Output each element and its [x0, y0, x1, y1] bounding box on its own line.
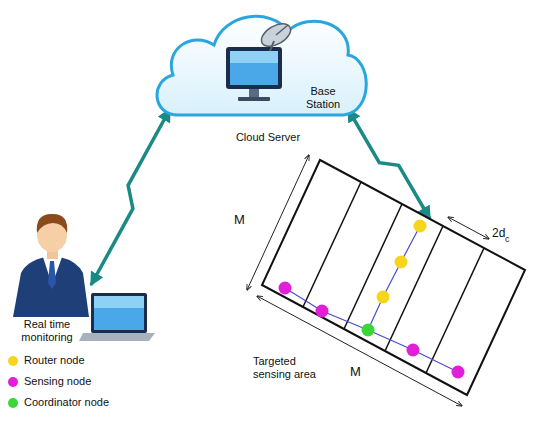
sensing-area: Targeted sensing area: [225, 150, 535, 420]
dimension-label: M: [234, 212, 245, 227]
dimension-label: 2d: [492, 226, 505, 240]
legend-swatch: [8, 377, 18, 387]
legend-text: Sensing node: [24, 375, 91, 388]
monitoring-label: Real time monitoring: [11, 318, 83, 344]
dimension-label: M: [350, 364, 361, 379]
dimension-subscript: c: [505, 234, 510, 245]
legend-text: Coordinator node: [24, 396, 109, 409]
legend-row: Router node: [8, 354, 85, 367]
legend-text: Router node: [24, 354, 85, 367]
legend-swatch: [8, 356, 18, 366]
cloud-server: Base StationCloud Server: [148, 3, 373, 151]
legend-swatch: [8, 398, 18, 408]
cloud-label: Cloud Server: [228, 131, 308, 144]
legend-row: Sensing node: [8, 375, 91, 388]
area-label: Targeted sensing area: [253, 355, 327, 381]
station-label: Base Station: [298, 85, 348, 111]
wireless-link: [91, 109, 170, 285]
monitoring-user: Real time monitoring: [5, 205, 155, 350]
legend-row: Coordinator node: [8, 396, 109, 409]
